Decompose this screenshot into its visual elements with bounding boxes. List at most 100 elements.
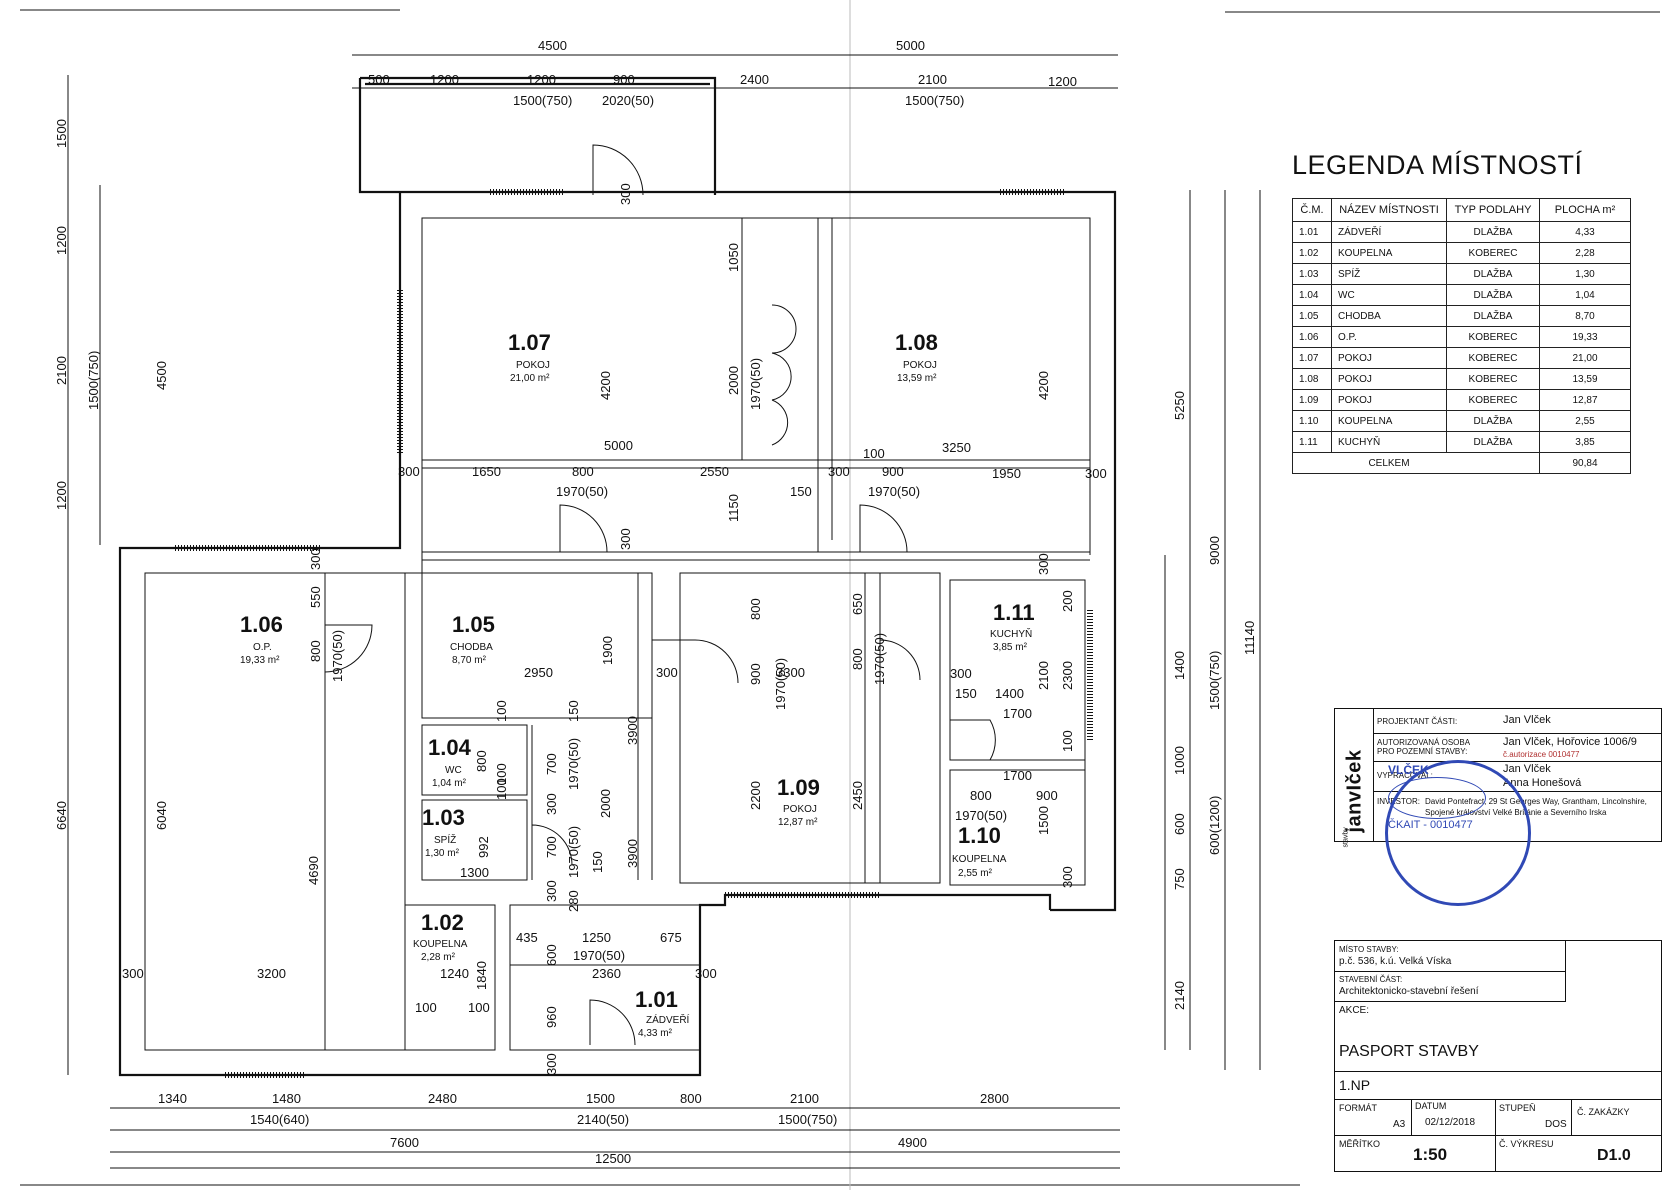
dim-interior: 1840	[474, 961, 489, 990]
room-legend-table: Č.M. NÁZEV MÍSTNOSTI TYP PODLAHY PLOCHA …	[1292, 198, 1631, 474]
dim-top: 1200	[527, 72, 556, 87]
svg-text:POKOJ: POKOJ	[783, 804, 817, 815]
dim-interior: 600	[544, 944, 559, 966]
outer-walls	[118, 76, 1117, 1077]
datum-label: DATUM	[1415, 1101, 1447, 1111]
dim-top: 1200	[430, 72, 459, 87]
legend-title: LEGENDA MÍSTNOSTÍ	[1292, 150, 1583, 180]
dim-bottom: 2100	[790, 1091, 819, 1106]
dim-bottom: 2140(50)	[577, 1112, 629, 1127]
dim-interior: 100	[494, 763, 509, 785]
svg-text:POKOJ: POKOJ	[903, 360, 937, 371]
svg-text:2,55 m²: 2,55 m²	[958, 868, 993, 879]
svg-text:19,33 m²: 19,33 m²	[240, 655, 280, 666]
dim-interior: 100	[468, 1000, 490, 1015]
interior-dimensions: 300 1650 800 2550 150 300 100 900 3250 1…	[122, 183, 1107, 1075]
legend-cell: DLAŽBA	[1446, 284, 1540, 306]
misto-value: p.č. 536, k.ú. Velká Víska	[1339, 956, 1452, 967]
dim-bottom: 1500(750)	[778, 1112, 837, 1127]
legend-cell: 1.08	[1292, 368, 1332, 390]
dim-interior: 100	[494, 700, 509, 722]
dim-interior: 1150	[726, 494, 741, 522]
akce-label: AKCE:	[1339, 1005, 1370, 1016]
dim-bottom: 1480	[272, 1091, 301, 1106]
legend-header: Č.M.	[1292, 198, 1332, 222]
legend-cell: O.P.	[1331, 326, 1447, 348]
dim-interior: 800	[850, 648, 865, 670]
dim-interior: 3900	[625, 716, 640, 745]
dim-interior: 4200	[1036, 371, 1051, 400]
svg-text:WC: WC	[445, 765, 462, 776]
legend-cell: 1.10	[1292, 410, 1332, 432]
dim-left: 1200	[54, 481, 69, 510]
room-1.05: 1.05 CHODBA 8,70 m²	[450, 612, 495, 666]
svg-text:2,28 m²: 2,28 m²	[421, 952, 456, 963]
svg-text:1.01: 1.01	[635, 987, 678, 1012]
legend-cell: KOUPELNA	[1331, 242, 1447, 264]
dim-interior: 150	[790, 484, 812, 499]
svg-text:KOUPELNA: KOUPELNA	[413, 939, 468, 950]
right-dimensions: 5250 9000 11140 1400 1500(750) 1000 600 …	[1172, 391, 1257, 1010]
dim-interior: 4200	[598, 371, 613, 400]
dim-interior: 300	[618, 528, 633, 550]
dim-interior: 300	[695, 966, 717, 981]
dim-bottom: 4900	[898, 1135, 927, 1150]
legend-cell: CHODBA	[1331, 305, 1447, 327]
room-1.04: 1.04 WC 1,04 m²	[428, 735, 472, 789]
stamp-text: VLČEK	[1388, 763, 1429, 777]
dim-interior: 1970(50)	[556, 484, 608, 499]
dim-interior: 550	[308, 586, 323, 608]
dim-left: 4690	[306, 856, 321, 885]
dim-interior: 1970(50)	[872, 633, 887, 685]
svg-text:1.05: 1.05	[452, 612, 495, 637]
svg-text:CHODBA: CHODBA	[450, 642, 493, 653]
dim-right: 1400	[1172, 651, 1187, 680]
brand-small: stavby	[1342, 827, 1350, 848]
dim-bottom: 1540(640)	[250, 1112, 309, 1127]
legend-cell: 3,85	[1539, 431, 1631, 453]
dim-interior: 150	[590, 851, 605, 873]
dim-interior: 435	[516, 930, 538, 945]
dim-interior: 800	[308, 640, 323, 662]
dim-interior: 2000	[598, 789, 613, 818]
dim-interior: 1500	[1036, 806, 1051, 835]
legend-cell: POKOJ	[1331, 389, 1447, 411]
dim-interior: 2360	[592, 966, 621, 981]
dim-interior: 800	[748, 598, 763, 620]
legend-cell: 1.11	[1292, 431, 1332, 453]
dim-interior: 200	[1060, 590, 1075, 612]
bottom-dimensions: 1340 1480 2480 1500 800 2100 2800 1540(6…	[158, 1091, 1009, 1166]
dim-bottom: 7600	[390, 1135, 419, 1150]
legend-cell: ZÁDVEŘÍ	[1331, 221, 1447, 243]
svg-text:KUCHYŇ: KUCHYŇ	[990, 627, 1032, 640]
dim-interior: 1300	[460, 865, 489, 880]
dim-interior: 800	[572, 464, 594, 479]
dim-left: 6040	[154, 801, 169, 830]
legend-cell: DLAŽBA	[1446, 221, 1540, 243]
legend-header: NÁZEV MÍSTNOSTI	[1331, 198, 1447, 222]
dim-bottom: 2480	[428, 1091, 457, 1106]
dim-right: 9000	[1207, 536, 1222, 565]
dim-interior: 1900	[600, 636, 615, 665]
room-1.06: 1.06 O.P. 19,33 m²	[240, 612, 283, 666]
svg-text:1.02: 1.02	[421, 910, 464, 935]
dim-interior: 300	[1085, 466, 1107, 481]
top-dimensions: 4500 5000 500 1200 1200 900 2400 2100 12…	[368, 38, 1077, 108]
dim-interior: 900	[748, 663, 763, 685]
room-1.07: 1.07 POKOJ 21,00 m²	[508, 330, 551, 384]
cast-label: STAVEBNÍ ČÁST:	[1339, 975, 1403, 984]
legend-cell: KOUPELNA	[1331, 410, 1447, 432]
drawing-titleblock: MÍSTO STAVBY: p.č. 536, k.ú. Velká Víska…	[1334, 940, 1662, 1172]
dim-top: 1200	[1048, 74, 1077, 89]
svg-text:1.11: 1.11	[993, 600, 1035, 625]
legend-cell: 1.01	[1292, 221, 1332, 243]
svg-text:ZÁDVEŘÍ: ZÁDVEŘÍ	[646, 1013, 690, 1026]
room-1.10: 1.10 KOUPELNA 2,55 m²	[952, 823, 1007, 879]
dim-right: 11140	[1242, 621, 1257, 655]
dim-interior: 2550	[700, 464, 729, 479]
legend-cell: DLAŽBA	[1446, 305, 1540, 327]
dim-top: 4500	[538, 38, 567, 53]
